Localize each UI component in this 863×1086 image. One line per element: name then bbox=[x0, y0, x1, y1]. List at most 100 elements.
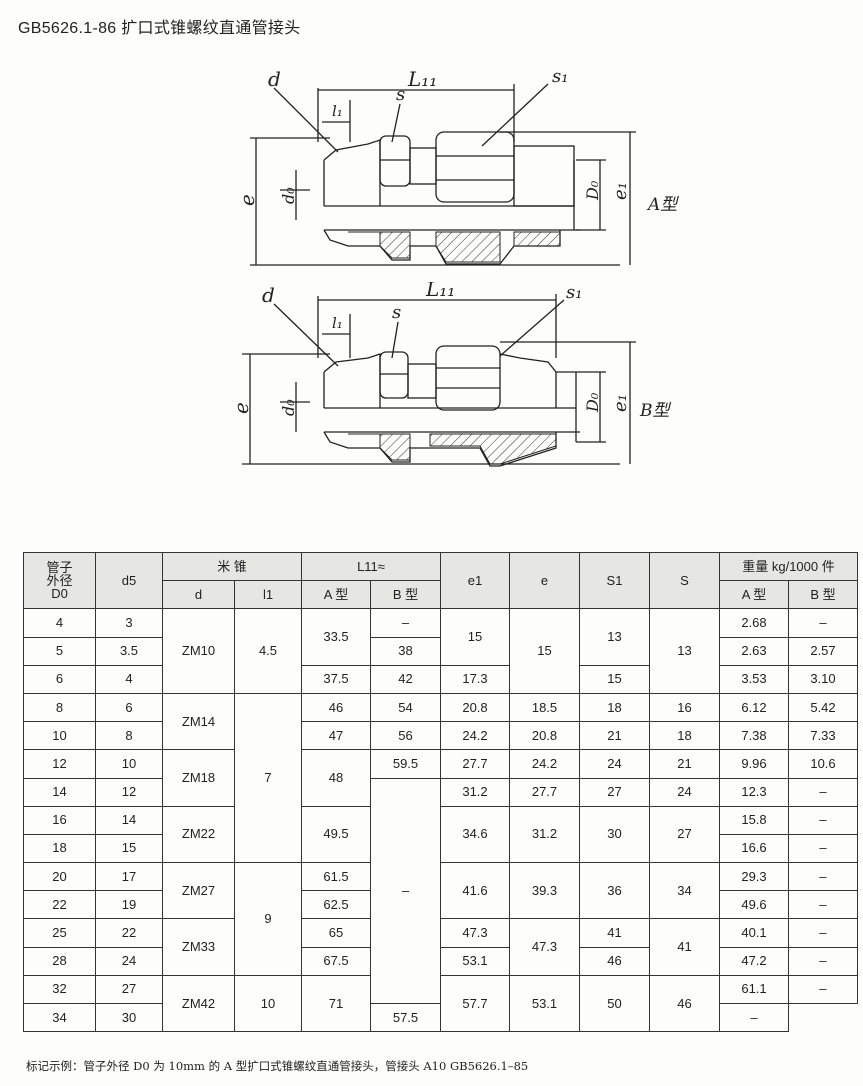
cell-d0: 28 bbox=[23, 946, 96, 976]
cell-l11-b: – bbox=[370, 777, 441, 1004]
table-row: 6 4 37.5 42 17.3 15 3.53 3.10 bbox=[23, 664, 858, 694]
cell-weight-a: 29.3 bbox=[719, 862, 789, 892]
cell-s1: 50 bbox=[579, 974, 650, 1033]
label-s: s bbox=[396, 84, 405, 105]
cell-d0: 6 bbox=[23, 664, 96, 694]
cell-l1: 10 bbox=[234, 974, 302, 1033]
table-row: 8 6 ZM14 7 46 54 20.8 18.5 18 16 6.12 5.… bbox=[23, 692, 858, 864]
cell-l11-a: 62.5 bbox=[301, 890, 371, 920]
cell-l11-a: 49.5 bbox=[301, 805, 371, 864]
cell-weight-a: 2.68 bbox=[719, 608, 789, 638]
cell-e: 53.1 bbox=[509, 974, 580, 1033]
cell-e1: 20.8 bbox=[440, 692, 510, 723]
cell-l1: 4.5 bbox=[234, 608, 302, 694]
cell-s: 16 bbox=[649, 692, 720, 723]
cell-weight-a: 3.53 bbox=[719, 664, 789, 694]
label-s1: s₁ bbox=[552, 66, 568, 87]
cell-d: ZM33 bbox=[162, 918, 235, 976]
cell-weight-b: – bbox=[788, 890, 858, 920]
cell-weight-a: 16.6 bbox=[719, 833, 789, 864]
cell-e1: 15 bbox=[440, 608, 510, 666]
header-l11-b: B 型 bbox=[370, 580, 441, 610]
cell-d0: 25 bbox=[23, 918, 96, 948]
cell-s1: 24 bbox=[579, 749, 650, 779]
cell-e1: 47.3 bbox=[440, 918, 510, 948]
cell-s1: 21 bbox=[579, 721, 650, 751]
header-e1: e1 bbox=[440, 551, 510, 610]
cell-s: 13 bbox=[649, 608, 720, 694]
cell-d5: 12 bbox=[95, 777, 163, 807]
cell-d0: 22 bbox=[23, 890, 96, 920]
cell-l1: 7 bbox=[234, 692, 302, 864]
table-row: 4 3 ZM10 4.5 33.5 – 15 15 13 13 2.68 – bbox=[23, 608, 858, 694]
cell-d0: 34 bbox=[23, 1002, 96, 1033]
cell-d0: 5 bbox=[23, 636, 96, 666]
cell-d5: 3.5 bbox=[95, 636, 163, 666]
cell-d: ZM18 bbox=[162, 749, 235, 807]
cell-weight-b: – bbox=[719, 1002, 789, 1033]
header-mizhui: 米 锥 bbox=[162, 551, 302, 582]
table-row: 12 10 ZM18 48 59.5 27.7 24.2 24 21 9.96 … bbox=[23, 749, 858, 807]
cell-s: 27 bbox=[649, 805, 720, 864]
label-D0: D₀ bbox=[583, 180, 602, 201]
cell-e1: 31.2 bbox=[440, 777, 510, 807]
cell-weight-b: 5.42 bbox=[788, 692, 858, 723]
cell-e: 20.8 bbox=[509, 721, 580, 751]
cell-e: 15 bbox=[509, 608, 580, 694]
cell-weight-a: 6.12 bbox=[719, 692, 789, 723]
cell-d: ZM27 bbox=[162, 862, 235, 920]
cell-s: 21 bbox=[649, 749, 720, 779]
table-row: 18 15 16.6 – bbox=[23, 833, 858, 864]
cell-d5: 17 bbox=[95, 862, 163, 892]
cell-weight-b: 10.6 bbox=[788, 749, 858, 779]
header-weight: 重量 kg/1000 件 bbox=[719, 551, 858, 582]
cell-weight-a: 12.3 bbox=[719, 777, 789, 807]
cell-s1: 27 bbox=[579, 777, 650, 807]
label-s1: s₁ bbox=[566, 282, 582, 303]
header-e: e bbox=[509, 551, 580, 610]
table-row: 25 22 ZM33 65 47.3 47.3 41 41 40.1 – bbox=[23, 918, 858, 976]
cell-d5: 4 bbox=[95, 664, 163, 694]
cell-d5: 10 bbox=[95, 749, 163, 779]
cell-weight-b: – bbox=[788, 946, 858, 976]
cell-s: 34 bbox=[649, 862, 720, 920]
cell-weight-a: 7.38 bbox=[719, 721, 789, 751]
cell-weight-a: 15.8 bbox=[719, 805, 789, 835]
type-label-b: B型 bbox=[639, 401, 671, 421]
cell-l11-b: 56 bbox=[370, 721, 441, 751]
cell-l11-b: 54 bbox=[370, 692, 441, 723]
cell-weight-b: – bbox=[788, 608, 858, 638]
cell-e1: 34.6 bbox=[440, 805, 510, 864]
cell-d0: 18 bbox=[23, 833, 96, 864]
cell-l11-b: 38 bbox=[370, 636, 441, 666]
table-row: 34 30 57.5 – bbox=[23, 1002, 858, 1033]
cell-s1: 41 bbox=[579, 918, 650, 948]
cell-e: 18.5 bbox=[509, 692, 580, 723]
label-e: e bbox=[229, 402, 253, 414]
cell-d5: 3 bbox=[95, 608, 163, 638]
cell-weight-a: 2.63 bbox=[719, 636, 789, 666]
cell-e: 31.2 bbox=[509, 805, 580, 864]
table-row: 16 14 ZM22 49.5 34.6 31.2 30 27 15.8 – bbox=[23, 805, 858, 864]
table-row: 5 3.5 38 2.63 2.57 bbox=[23, 636, 858, 666]
cell-e1: 57.7 bbox=[440, 974, 510, 1033]
cell-s1: 36 bbox=[579, 862, 650, 920]
header-l1: l1 bbox=[234, 580, 302, 610]
cell-s: 46 bbox=[649, 974, 720, 1033]
cell-d5: 22 bbox=[95, 918, 163, 948]
table-row: 22 19 62.5 49.6 – bbox=[23, 890, 858, 920]
table-row: 14 12 – 31.2 27.7 27 24 12.3 – bbox=[23, 777, 858, 1004]
cell-e: 39.3 bbox=[509, 862, 580, 920]
cell-weight-a: 9.96 bbox=[719, 749, 789, 779]
cell-weight-b: – bbox=[788, 777, 858, 807]
cell-d: ZM14 bbox=[162, 692, 235, 751]
table-row: 10 8 47 56 24.2 20.8 21 18 7.38 7.33 bbox=[23, 721, 858, 751]
document-title: GB5626.1-86 扩口式锥螺纹直通管接头 bbox=[18, 20, 301, 37]
cell-s1: 30 bbox=[579, 805, 650, 864]
label-s: s bbox=[392, 302, 401, 323]
cell-l11-b: – bbox=[370, 608, 441, 638]
header-l11-a: A 型 bbox=[301, 580, 371, 610]
drawing-type-a: d l₁ s L₁₁ s₁ e d₀ D₀ e₁ A型 bbox=[0, 60, 863, 280]
cell-weight-a: 61.1 bbox=[719, 974, 789, 1005]
table-row: 20 17 ZM27 9 61.5 41.6 39.3 36 34 29.3 – bbox=[23, 862, 858, 976]
